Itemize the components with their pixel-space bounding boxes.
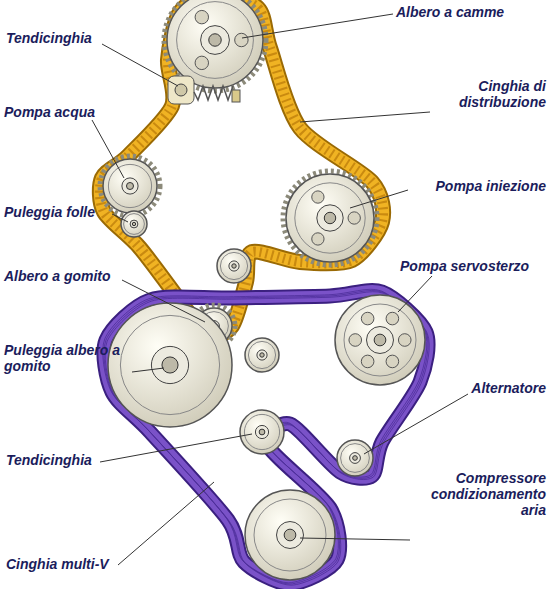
leader-line xyxy=(364,394,468,454)
part-label: Cinghia multi-V xyxy=(6,556,126,572)
leader-line xyxy=(112,214,128,222)
part-label: Tendicinghia xyxy=(6,30,106,46)
multi-v-belt xyxy=(104,290,428,584)
water-pump-gear xyxy=(100,156,160,216)
idler-pulley xyxy=(121,211,147,237)
leader-line xyxy=(100,434,252,462)
multi-v-belt-edge xyxy=(104,290,428,584)
multi-v-rib xyxy=(104,290,428,584)
ac-compressor-pulley xyxy=(245,490,335,580)
part-label: Pompa servosterzo xyxy=(400,258,548,274)
leader-line xyxy=(300,112,430,122)
leader-line xyxy=(118,482,214,565)
part-label: Tendicinghia xyxy=(6,452,106,468)
part-label: Alternatore xyxy=(420,380,546,396)
alternator-pulley xyxy=(337,440,373,476)
part-label: Albero a gomito xyxy=(4,268,124,284)
multi-v-idler xyxy=(245,338,279,372)
injection-pump-pulley xyxy=(283,171,377,265)
leader-line xyxy=(92,120,124,178)
part-label: Puleggia folle xyxy=(4,204,114,220)
leader-line xyxy=(122,280,205,322)
leader-line xyxy=(102,44,178,86)
part-label: Puleggia albero a gomito xyxy=(4,342,132,374)
leader-line xyxy=(132,368,164,372)
multi-v-rib xyxy=(105,292,429,586)
part-label: Pompa iniezione xyxy=(410,178,546,194)
part-label: Albero a camme xyxy=(396,4,546,20)
power-steering-pulley xyxy=(335,295,425,385)
part-label: Cinghia di distribuzione xyxy=(410,78,546,110)
leader-line xyxy=(242,14,393,38)
multi-v-rib xyxy=(103,289,427,583)
leader-line xyxy=(398,276,432,312)
part-label: Compressore condizionamento aria xyxy=(412,470,546,518)
multi-v-tensioner xyxy=(240,410,284,454)
leader-line xyxy=(300,538,410,540)
part-label: Pompa acqua xyxy=(4,104,104,120)
idler-roller xyxy=(217,249,251,283)
leader-line xyxy=(350,190,408,208)
timing-tensioner xyxy=(168,76,240,104)
crankshaft-pulley xyxy=(108,303,232,427)
